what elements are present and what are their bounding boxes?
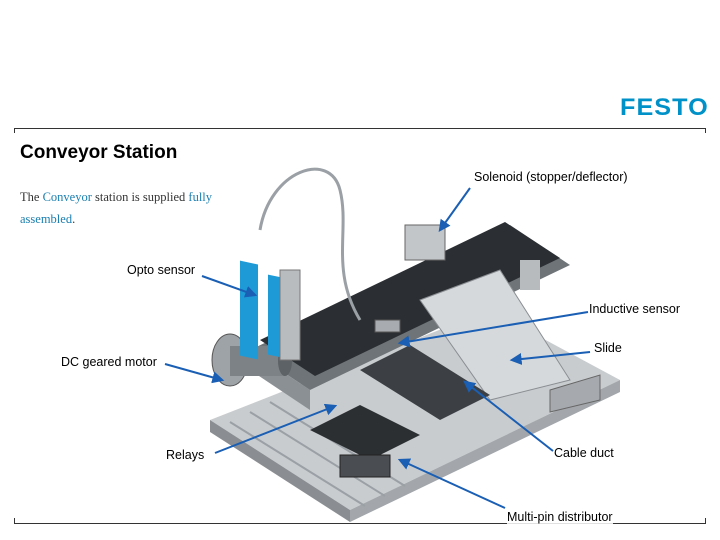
label-dc-motor: DC geared motor	[61, 355, 157, 369]
label-cable-duct: Cable duct	[554, 446, 614, 460]
arrow-slide	[509, 351, 591, 365]
label-multi-pin-distributor: Multi-pin distributor	[507, 510, 613, 524]
desc-highlight: fully assembled	[20, 190, 213, 226]
output-chute	[549, 374, 601, 413]
arrow-opto	[201, 275, 258, 298]
slide-plate	[419, 269, 571, 401]
cable-duct	[360, 345, 490, 420]
multi-pin-distributor	[339, 454, 391, 478]
arrow-motor	[164, 363, 225, 384]
base-edge	[350, 380, 620, 522]
arrow-solenoid	[438, 187, 471, 232]
arrow-distributor	[397, 458, 506, 509]
label-opto-sensor: Opto sensor	[127, 263, 196, 277]
label-relays: Relays	[166, 448, 205, 462]
slide-description: The Conveyor station is supplied fully a…	[20, 186, 235, 230]
header-rule	[14, 128, 706, 129]
desc-text: station is supplied	[91, 190, 189, 204]
conveyor-belt	[260, 222, 560, 376]
frame-tick	[14, 128, 15, 133]
label-solenoid: Solenoid (stopper/deflector)	[474, 170, 628, 184]
base-edge	[210, 420, 350, 522]
frame-tick	[14, 518, 15, 523]
label-slide: Slide	[594, 341, 622, 355]
sensor-mount	[279, 269, 301, 361]
arrow-inductive	[397, 311, 589, 348]
slide-rail	[520, 260, 540, 290]
frame-tick	[705, 128, 706, 133]
conveyor-station-image	[210, 167, 620, 522]
inductive-sensor	[374, 319, 401, 333]
desc-text: The	[20, 190, 43, 204]
slide-title: Conveyor Station	[20, 142, 178, 163]
relay-block	[310, 405, 420, 460]
sensor-cable	[258, 167, 362, 321]
desc-text: .	[72, 212, 76, 226]
arrow-relays	[214, 403, 338, 454]
opto-sensor-bracket	[268, 274, 282, 358]
festo-logo: FESTO	[620, 94, 709, 121]
opto-sensor-bracket	[240, 260, 258, 360]
arrow-cable-duct	[463, 380, 554, 452]
desc-highlight: Conveyor	[42, 190, 92, 204]
label-inductive-sensor: Inductive sensor	[589, 302, 681, 316]
frame-tick	[705, 518, 706, 523]
footer-rule	[14, 523, 706, 524]
solenoid	[404, 224, 446, 261]
